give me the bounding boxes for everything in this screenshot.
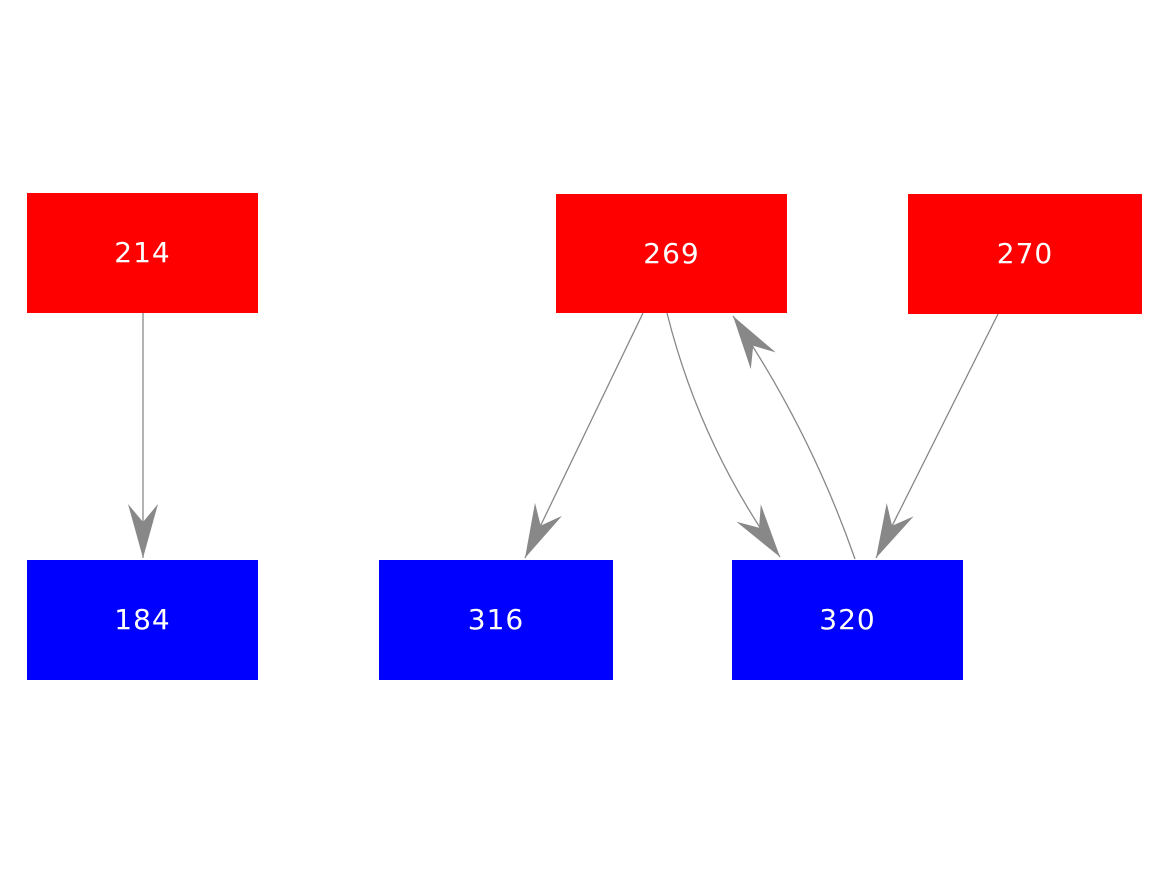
graph-node-214: 214 xyxy=(27,193,258,313)
graph-node-184: 184 xyxy=(27,560,258,680)
graph-node-316: 316 xyxy=(379,560,613,680)
arrowhead-269-to-316 xyxy=(525,502,562,558)
node-label: 270 xyxy=(996,237,1054,270)
node-label: 184 xyxy=(114,603,171,636)
arrowhead-269-to-320 xyxy=(736,504,780,557)
node-label: 214 xyxy=(114,236,171,269)
arrowhead-270-to-320 xyxy=(876,503,914,558)
arrowhead-214-to-184 xyxy=(128,504,158,558)
node-label: 316 xyxy=(467,603,525,636)
node-label: 269 xyxy=(643,236,700,270)
graph-node-320: 320 xyxy=(732,560,963,680)
graph-node-269: 269 xyxy=(556,194,787,313)
arrowhead-320-to-269 xyxy=(733,316,776,370)
node-label: 320 xyxy=(819,603,876,636)
graph-node-270: 270 xyxy=(908,194,1142,314)
